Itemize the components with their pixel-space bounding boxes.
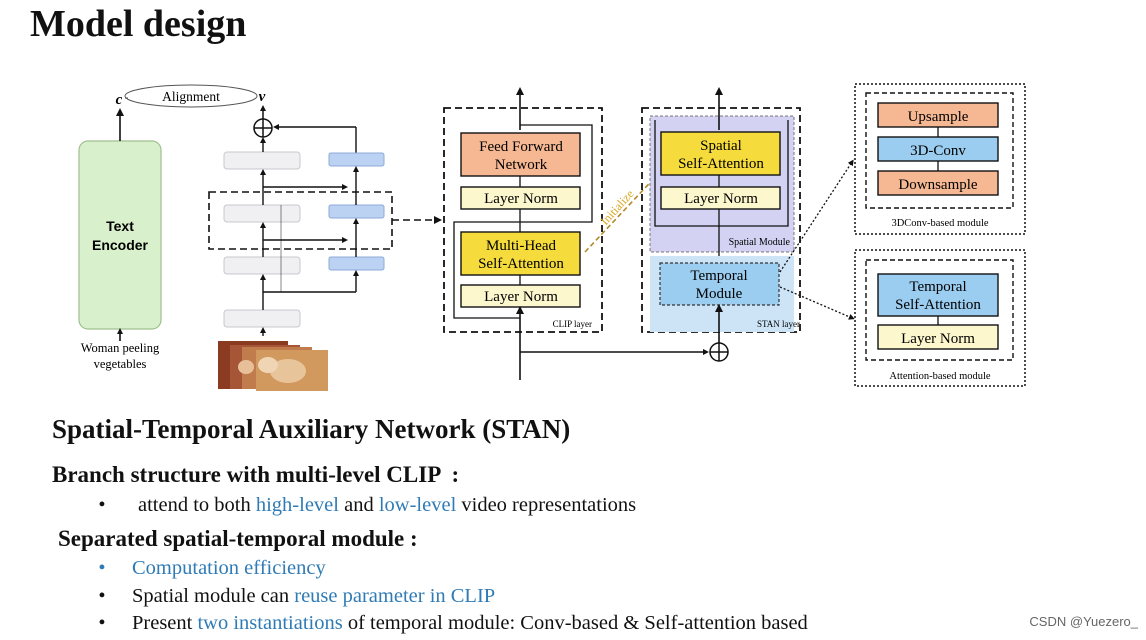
spatial-attn-label-2: Self-Attention [678, 156, 764, 172]
text-encoder-block [78, 140, 162, 330]
stan-bar-2 [328, 204, 385, 219]
ffn-box [460, 132, 581, 177]
heading-separated-module: Separated spatial-temporal module : [58, 526, 418, 551]
bullet-dot: • [98, 585, 106, 607]
caption-line-1: Woman peeling [81, 341, 160, 355]
clip-bar-3 [223, 256, 301, 275]
alignment-ellipse [124, 84, 258, 108]
temporal-attn-box [877, 273, 999, 317]
caption-line-2: vegetables [94, 357, 147, 371]
bullet-text: Present two instantiations of temporal m… [132, 612, 808, 634]
conv3d-label: 3D-Conv [910, 143, 966, 159]
bullet-item-2: • Computation efficiency [82, 557, 326, 580]
conv-module-outer [854, 83, 1026, 235]
ffn-label-2: Network [495, 157, 548, 173]
upsample-label: Upsample [908, 109, 969, 125]
clip-layernorm-bottom-label: Layer Norm [484, 289, 558, 305]
upsample-box [877, 102, 999, 128]
stan-bar-1 [328, 152, 385, 167]
attn-layernorm-label: Layer Norm [901, 331, 975, 347]
label-c: c [116, 92, 123, 108]
bullet-dot: • [98, 612, 106, 634]
watermark: CSDN @Yuezero_ [1029, 614, 1138, 629]
section-subtitle: Spatial-Temporal Auxiliary Network (STAN… [52, 414, 571, 444]
text-encoder-label: Text [106, 218, 134, 234]
initialize-label: Initialize [598, 187, 637, 228]
mhsa-label-2: Self-Attention [478, 256, 564, 272]
video-frames-image [218, 337, 328, 393]
clip-layer-box [443, 107, 603, 333]
label-v: v [259, 89, 266, 105]
conv-module-inner [865, 92, 1014, 209]
ffn-label-1: Feed Forward [479, 139, 563, 155]
stan-layer-box [641, 107, 801, 333]
temporal-module-box [659, 262, 780, 306]
clip-layernorm-top-label: Layer Norm [484, 191, 558, 207]
attn-module-label: Attention-based module [889, 371, 991, 382]
bullet-text: attend to both high-level and low-level … [138, 494, 637, 516]
spatial-module-label: Spatial Module [729, 237, 791, 248]
stan-layernorm [660, 186, 781, 210]
bullet-item-1: • attend to both high-level and low-leve… [82, 494, 636, 517]
temporal-attn-label-2: Self-Attention [895, 297, 981, 313]
bullet-dot: • [98, 557, 106, 579]
bullet-item-4: • Present two instantiations of temporal… [82, 612, 808, 635]
mhsa-label-1: Multi-Head [486, 238, 556, 254]
clip-layer-label: CLIP layer [553, 319, 592, 329]
temporal-module-label-1: Temporal [690, 268, 747, 284]
attn-module-outer [854, 249, 1026, 387]
page-title: Model design [30, 3, 247, 45]
conv-module-label: 3DConv-based module [891, 218, 988, 229]
alignment-label: Alignment [162, 89, 220, 104]
conv3d-box [877, 136, 999, 162]
architecture-diagram: Text Encoder Woman peeling vegetables c … [78, 83, 1026, 387]
bullet-item-3: • Spatial module can reuse parameter in … [82, 585, 495, 608]
temporal-attn-label-1: Temporal [909, 279, 966, 295]
bullet-text: Computation efficiency [132, 557, 326, 579]
temporal-module-label-2: Module [696, 286, 743, 302]
downsample-label: Downsample [898, 177, 977, 193]
bullet-dot: • [98, 494, 106, 516]
clip-bar-4 [223, 309, 301, 328]
clip-bar-2 [223, 204, 301, 223]
initialize-link [584, 171, 661, 253]
spatial-attn-label-1: Spatial [700, 138, 742, 154]
spatial-attn-box [660, 131, 781, 176]
stan-layernorm-label: Layer Norm [684, 191, 758, 207]
downsample-box [877, 170, 999, 196]
heading-branch-structure: Branch structure with multi-level CLIP : [52, 462, 460, 487]
text-encoder-label-2: Encoder [92, 237, 149, 253]
clip-bar-1 [223, 151, 301, 170]
bullet-text: Spatial module can reuse parameter in CL… [132, 585, 496, 607]
stan-layer-label: STAN layer [757, 319, 800, 329]
attn-module-inner [865, 259, 1014, 361]
stan-bar-3 [328, 256, 385, 271]
